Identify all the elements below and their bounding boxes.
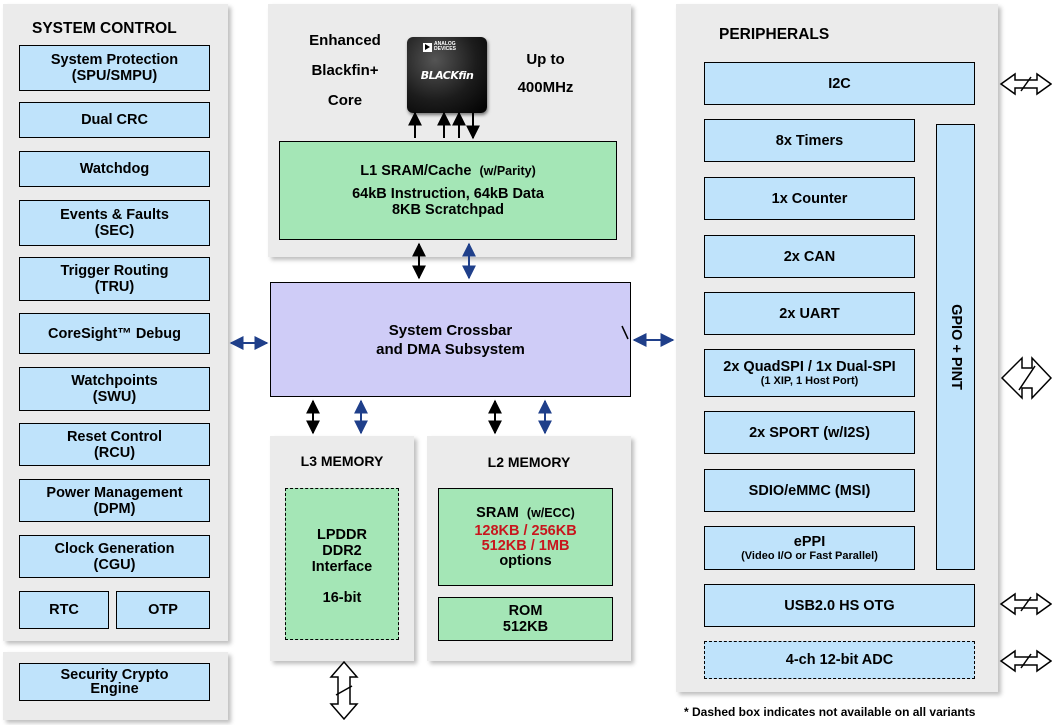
dual-crc-block: Dual CRC [19, 102, 210, 138]
peripherals-title: PERIPHERALS [719, 26, 830, 43]
system-crossbar-block: System Crossbar and DMA Subsystem [270, 282, 631, 397]
gpio-pint-block: GPIO + PINT [936, 124, 975, 570]
adi-triangle-icon [423, 42, 432, 52]
watchdog-block: Watchdog [19, 151, 210, 187]
watchpoints-block: Watchpoints (SWU) [19, 367, 210, 411]
analog-devices-logo: ANALOG DEVICES [423, 42, 456, 52]
otp-block: OTP [116, 591, 210, 629]
blackfin-brand-text: BLACKfin [420, 69, 474, 82]
footnote: * Dashed box indicates not available on … [684, 705, 976, 719]
adc-block: 4-ch 12-bit ADC [704, 641, 975, 679]
uart-block: 2x UART [704, 292, 915, 335]
l1-sram-cache-block: L1 SRAM/Cache (w/Parity) 64kB Instructio… [279, 141, 617, 240]
l3-memory-title: L3 MEMORY [300, 453, 384, 469]
i2c-external-arrow [999, 72, 1052, 96]
lpddr-ddr2-interface-block: LPDDR DDR2 Interface 16-bit [285, 488, 399, 640]
crossbar-slash-mark [621, 325, 629, 340]
core-speed-label: Up to 400MHz [517, 51, 574, 96]
gpio-external-arrow [1000, 356, 1052, 400]
l2-memory-title: L2 MEMORY [487, 454, 571, 470]
events-faults-block: Events & Faults (SEC) [19, 200, 210, 246]
i2c-block: I2C [704, 62, 975, 105]
usb-otg-block: USB2.0 HS OTG [704, 584, 975, 627]
can-block: 2x CAN [704, 235, 915, 278]
rtc-block: RTC [19, 591, 109, 629]
clock-generation-block: Clock Generation (CGU) [19, 535, 210, 578]
coresight-debug-block: CoreSight™ Debug [19, 313, 210, 354]
reset-control-block: Reset Control (RCU) [19, 423, 210, 466]
counter-block: 1x Counter [704, 177, 915, 220]
system-control-title: SYSTEM CONTROL [32, 20, 177, 37]
trigger-routing-block: Trigger Routing (TRU) [19, 257, 210, 301]
adc-external-arrow [999, 649, 1052, 673]
l3-external-bus-arrow [329, 660, 359, 721]
power-management-block: Power Management (DPM) [19, 479, 210, 522]
l2-rom-block: ROM 512KB [438, 597, 613, 641]
core-label: Enhanced Blackfin+ Core [309, 32, 381, 109]
usb-external-arrow [999, 592, 1052, 616]
timers-block: 8x Timers [704, 119, 915, 162]
sdio-emmc-block: SDIO/eMMC (MSI) [704, 469, 915, 512]
system-protection-block: System Protection (SPU/SMPU) [19, 45, 210, 91]
quadspi-block: 2x QuadSPI / 1x Dual-SPI (1 XIP, 1 Host … [704, 349, 915, 397]
security-crypto-block: Security Crypto Engine [19, 663, 210, 701]
l2-sram-block: SRAM (w/ECC) 128KB / 256KB 512KB / 1MB o… [438, 488, 613, 586]
sport-block: 2x SPORT (w/I2S) [704, 411, 915, 454]
eppi-block: ePPI (Video I/O or Fast Parallel) [704, 526, 915, 570]
blackfin-chip-icon: ANALOG DEVICES BLACKfin [407, 37, 487, 113]
